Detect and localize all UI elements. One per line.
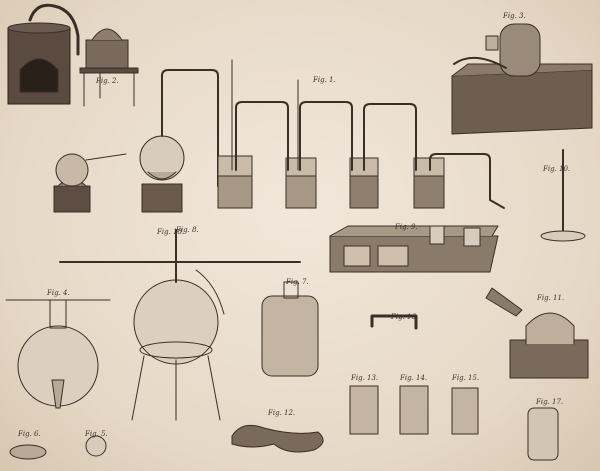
caption-fig18: Fig. 18. [157,228,185,236]
caption-fig6: Fig. 6. [18,430,41,438]
caption-fig4: Fig. 4. [47,289,70,297]
narrow-bottle [527,407,559,461]
caption-fig9: Fig. 9. [395,223,418,231]
pneumatic-trough [451,23,593,135]
small-dish [9,444,47,460]
caption-fig15: Fig. 15. [452,374,480,382]
caption-fig11: Fig. 11. [537,294,565,302]
caption-fig7: Fig. 7. [286,278,309,286]
divided-box [329,225,499,273]
caption-fig2: Fig. 2. [96,77,119,85]
caption-fig17: Fig. 17. [536,398,564,406]
collecting-jars [217,59,505,209]
curved-vessel [231,424,324,453]
furnace-apparatus [7,3,139,107]
small-bottles [349,385,479,435]
tall-jar [261,281,319,377]
bell-jar-apparatus [485,287,589,379]
rod-stand [540,149,586,242]
small-round-box [85,435,107,457]
caption-fig5: Fig. 5. [85,430,108,438]
glass-globe-apparatus [59,229,301,421]
caption-fig16: Fig. 16. [391,313,419,321]
caption-fig14: Fig. 14. [400,374,428,382]
caption-fig1: Fig. 1. [313,76,336,84]
caption-fig3: Fig. 3. [503,12,526,20]
caption-fig13: Fig. 13. [351,374,379,382]
round-flask [5,299,111,409]
hook-tube [370,314,418,330]
caption-fig12: Fig. 12. [268,409,296,417]
caption-fig8: Fig. 8. [176,226,199,234]
retort-apparatus [53,69,219,213]
caption-fig10: Fig. 10. [543,165,571,173]
